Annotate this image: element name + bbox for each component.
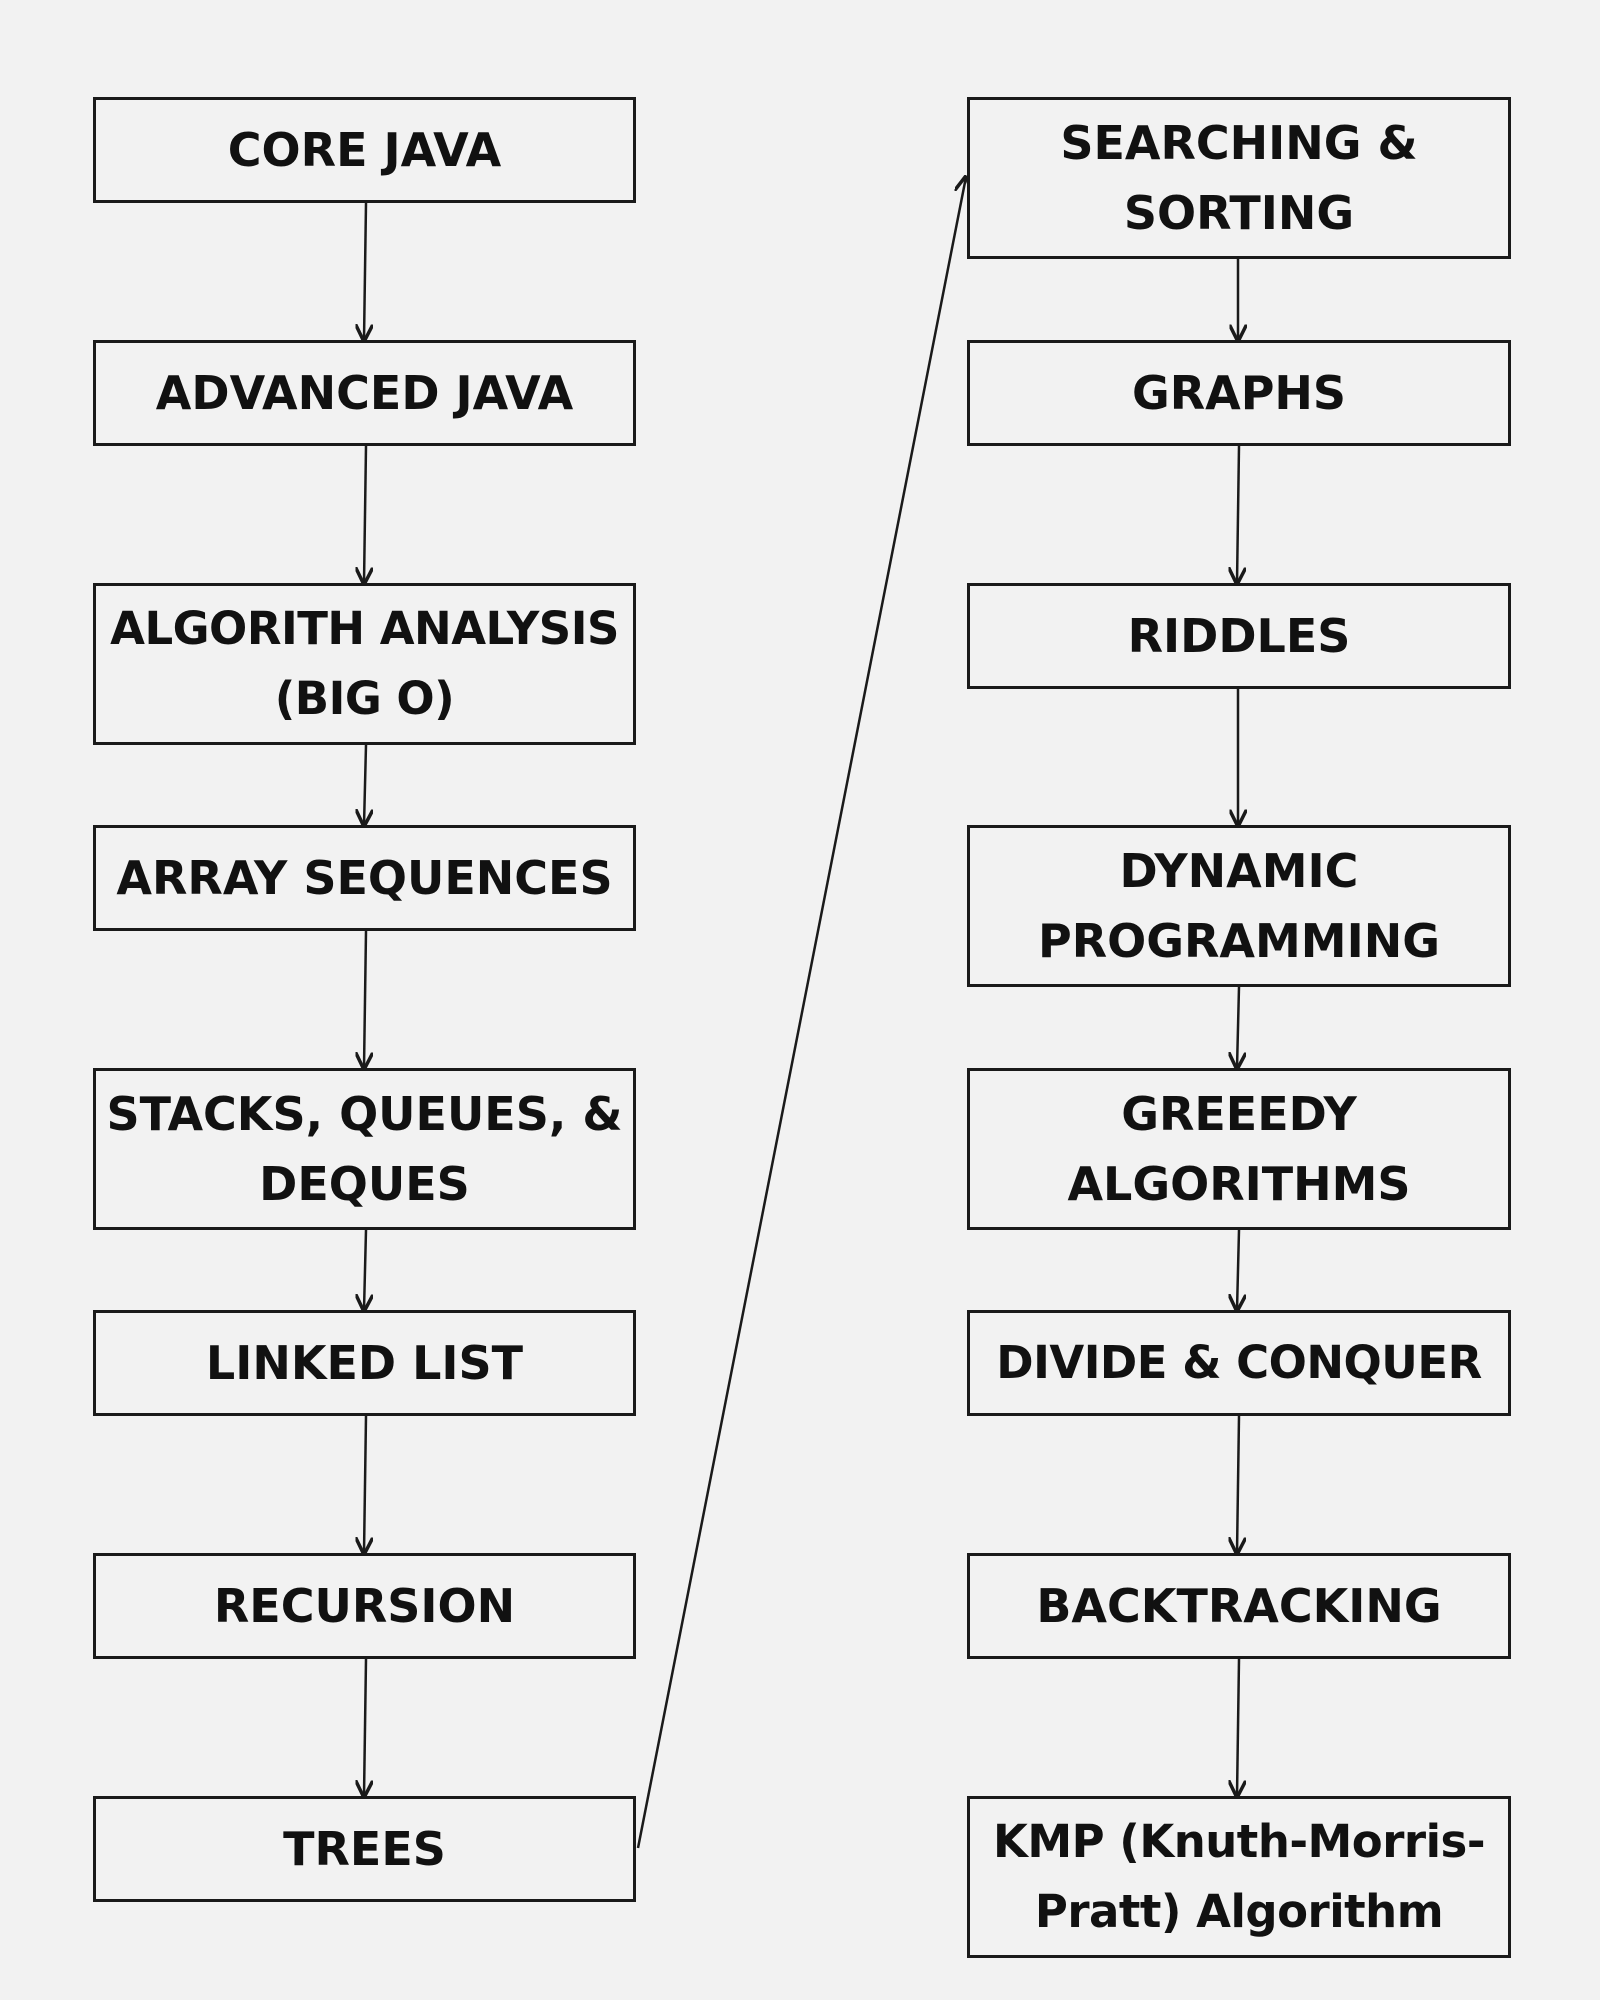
edge-linked-list-to-recursion: [364, 1415, 366, 1553]
node-greedy-algorithms: GREEEDY ALGORITHMS: [967, 1068, 1511, 1230]
edge-core-java-to-advanced-java: [364, 202, 366, 340]
edge-divide-conquer-to-backtracking: [1237, 1415, 1239, 1553]
node-trees: TREES: [93, 1796, 636, 1902]
node-kmp-algorithm: KMP (Knuth-Morris- Pratt) Algorithm: [967, 1796, 1511, 1958]
node-stacks-queues-deques: STACKS, QUEUES, & DEQUES: [93, 1068, 636, 1230]
node-linked-list: LINKED LIST: [93, 1310, 636, 1416]
node-array-sequences: ARRAY SEQUENCES: [93, 825, 636, 931]
node-divide-conquer: DIVIDE & CONQUER: [967, 1310, 1511, 1416]
edge-algorithm-analysis-to-array-sequences: [364, 744, 366, 825]
edge-trees-to-searching-sorting: [636, 177, 966, 1849]
node-graphs: GRAPHS: [967, 340, 1511, 446]
edge-graphs-to-riddles: [1237, 445, 1239, 583]
edge-stacks-to-linked-list: [364, 1229, 366, 1310]
node-algorithm-analysis: ALGORITH ANALYSIS (BIG O): [93, 583, 636, 745]
edge-greedy-to-divide-conquer: [1237, 1229, 1239, 1310]
edge-recursion-to-trees: [364, 1658, 366, 1796]
edge-backtracking-to-kmp: [1237, 1658, 1239, 1796]
edge-advanced-java-to-algorithm-analysis: [364, 445, 366, 583]
node-core-java: CORE JAVA: [93, 97, 636, 203]
node-dynamic-programming: DYNAMIC PROGRAMMING: [967, 825, 1511, 987]
node-advanced-java: ADVANCED JAVA: [93, 340, 636, 446]
node-searching-sorting: SEARCHING & SORTING: [967, 97, 1511, 259]
node-backtracking: BACKTRACKING: [967, 1553, 1511, 1659]
edge-dynamic-programming-to-greedy: [1237, 986, 1239, 1068]
edge-array-sequences-to-stacks: [364, 930, 366, 1068]
node-riddles: RIDDLES: [967, 583, 1511, 689]
node-recursion: RECURSION: [93, 1553, 636, 1659]
